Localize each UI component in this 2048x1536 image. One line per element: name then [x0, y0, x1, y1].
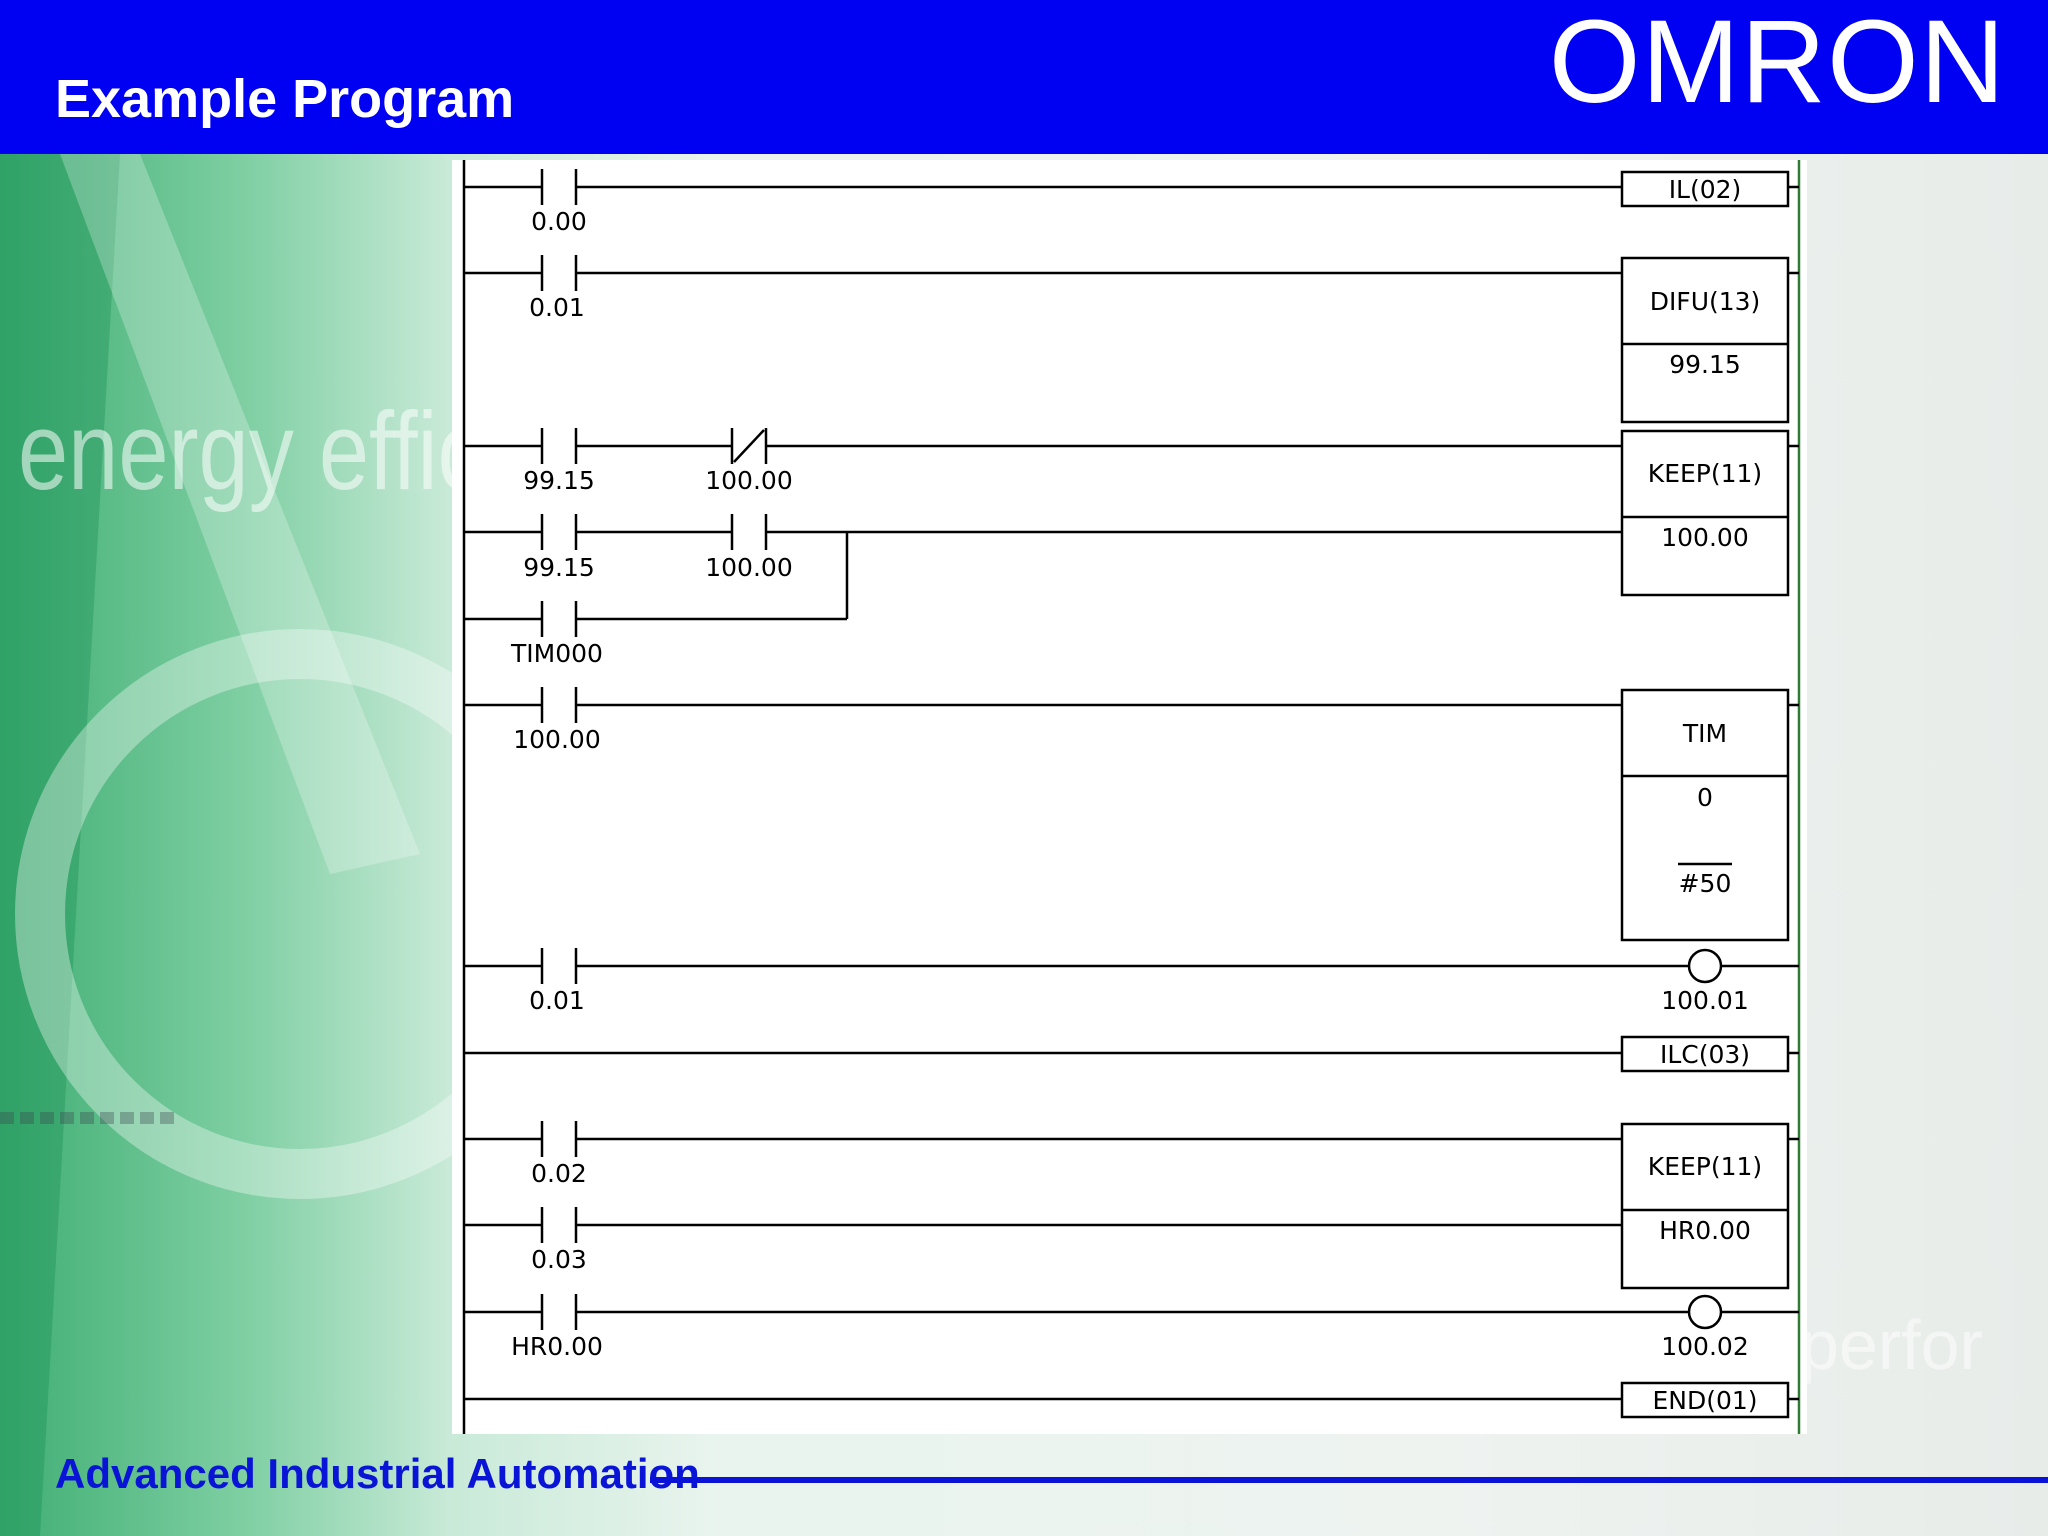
- instruction-operand: 100.00: [1661, 523, 1748, 552]
- contact-label: 100.00: [513, 725, 600, 754]
- instruction-name: KEEP(11): [1648, 1152, 1762, 1181]
- rung-9: END(01): [464, 1381, 1799, 1419]
- instruction-operand: HR0.00: [1659, 1216, 1751, 1245]
- coil-label: 100.02: [1661, 1332, 1748, 1361]
- instruction-operand: 0: [1697, 783, 1713, 812]
- rung-2: 0.01 DIFU(13) 99.15: [464, 255, 1799, 424]
- contact-label: 100.00: [705, 466, 792, 495]
- instruction-name: IL(02): [1669, 175, 1742, 204]
- contact-label: 0.02: [531, 1159, 587, 1188]
- rung-1: 0.00 IL(02): [464, 169, 1799, 236]
- contact-label: 99.15: [523, 466, 595, 495]
- footer-line: [650, 1477, 2048, 1483]
- contact-label: 0.03: [531, 1245, 587, 1274]
- background-watermark-2: perfor: [1800, 1306, 1983, 1384]
- contact-label: 0.01: [529, 293, 585, 322]
- ladder-diagram: 0.00 IL(02) 0.01 DIFU(13) 99.15 99.15 10…: [452, 160, 1807, 1434]
- rung-5: 0.01 100.01: [464, 948, 1799, 1015]
- rung-6: ILC(03): [464, 1035, 1799, 1073]
- contact-label: 0.01: [529, 986, 585, 1015]
- contact-label: HR0.00: [511, 1332, 603, 1361]
- page-title: Example Program: [55, 69, 515, 129]
- contact-label: TIM000: [510, 639, 603, 668]
- contact-label: 100.00: [705, 553, 792, 582]
- brand-logo: OMRON: [1548, 0, 2006, 128]
- output-coil-icon: [1687, 948, 1723, 984]
- footer-text: Advanced Industrial Automation: [55, 1450, 700, 1497]
- rung-7: 0.02 0.03 KEEP(11) HR0.00: [464, 1121, 1799, 1290]
- instruction-name: TIM: [1682, 719, 1727, 748]
- rung-4: 100.00 TIM 0 #50: [464, 687, 1799, 942]
- rung-3: 99.15 100.00 99.15 100.00 TIM000 KEEP(11…: [464, 428, 1799, 668]
- instruction-operand: 99.15: [1669, 350, 1741, 379]
- instruction-name: KEEP(11): [1648, 459, 1762, 488]
- header-bar: Example Program OMRON: [0, 0, 2048, 154]
- instruction-name: ILC(03): [1660, 1040, 1750, 1069]
- contact-label: 0.00: [531, 207, 587, 236]
- rung-8: HR0.00 100.02: [464, 1294, 1799, 1361]
- instruction-setvalue: #50: [1679, 869, 1732, 898]
- coil-label: 100.01: [1661, 986, 1748, 1015]
- contact-label: 99.15: [523, 553, 595, 582]
- output-coil-icon: [1687, 1294, 1723, 1330]
- instruction-name: DIFU(13): [1650, 287, 1761, 316]
- instruction-name: END(01): [1652, 1386, 1757, 1415]
